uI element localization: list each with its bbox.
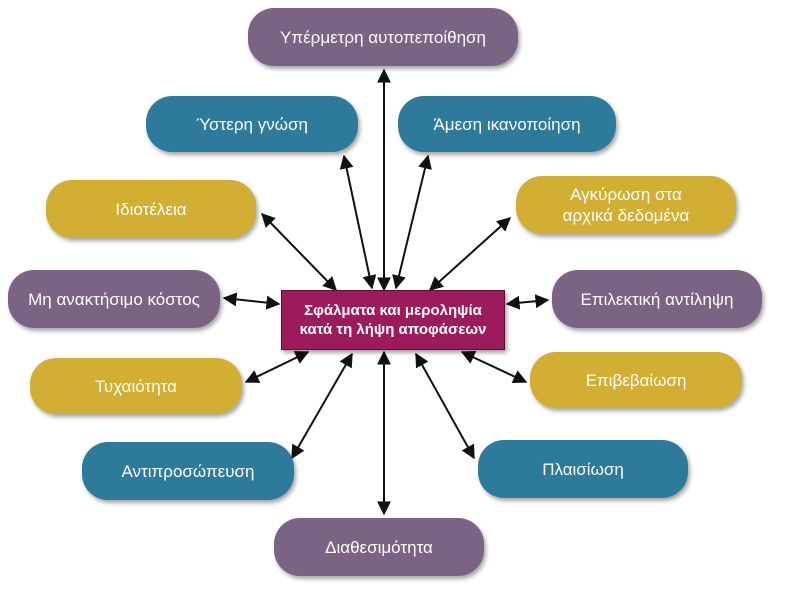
- node-label: Πλαισίωση: [542, 459, 624, 479]
- node-framing: Πλαισίωση: [478, 440, 688, 498]
- node-label: Επιλεκτική αντίληψη: [580, 289, 734, 309]
- node-label: Μη ανακτήσιμο κόστος: [28, 289, 200, 309]
- node-overconfidence: Υπέρμετρη αυτοπεποίθηση: [248, 8, 518, 66]
- node-label: Αγκύρωση στα αρχικά δεδομένα: [562, 185, 690, 225]
- center-node: Σφάλματα και μεροληψία κατά τη λήψη αποφ…: [281, 290, 505, 350]
- node-availability: Διαθεσιμότητα: [274, 518, 484, 576]
- node-label: Διαθεσιμότητα: [325, 537, 433, 557]
- node-label: Ύστερη γνώση: [196, 114, 308, 134]
- edge-gratification: [392, 154, 432, 290]
- edge-hindsight: [339, 154, 377, 290]
- node-randomness: Τυχαιότητα: [30, 358, 242, 414]
- node-label: Αντιπροσώπευση: [121, 461, 255, 481]
- node-anchoring: Αγκύρωση στα αρχικά δεδομένα: [516, 176, 736, 234]
- edge-confirmation: [460, 351, 528, 383]
- node-label: Υπέρμετρη αυτοπεποίθηση: [280, 27, 486, 47]
- center-node-label: Σφάλματα και μεροληψία κατά τη λήψη αποφ…: [299, 302, 487, 338]
- node-gratification: Άμεση ικανοποίηση: [398, 96, 616, 152]
- edge-framing: [415, 352, 475, 460]
- node-label: Τυχαιότητα: [95, 376, 177, 396]
- node-confirmation: Επιβεβαίωση: [530, 352, 742, 408]
- node-representation: Αντιπροσώπευση: [82, 442, 294, 500]
- node-hindsight: Ύστερη γνώση: [146, 96, 358, 152]
- edge-representation: [291, 352, 353, 460]
- node-label: Επιβεβαίωση: [585, 370, 687, 390]
- edge-selfinterest: [261, 212, 337, 292]
- node-selfinterest: Ιδιοτέλεια: [46, 180, 256, 238]
- node-label: Ιδιοτέλεια: [115, 199, 187, 219]
- node-sunkcost: Μη ανακτήσιμο κόστος: [8, 270, 220, 328]
- edge-selective: [505, 294, 550, 310]
- node-selective: Επιλεκτική αντίληψη: [552, 270, 762, 328]
- node-label: Άμεση ικανοποίηση: [433, 114, 581, 134]
- edge-sunkcost: [222, 292, 281, 310]
- edge-randomness: [244, 351, 310, 383]
- edge-anchoring: [428, 217, 512, 291]
